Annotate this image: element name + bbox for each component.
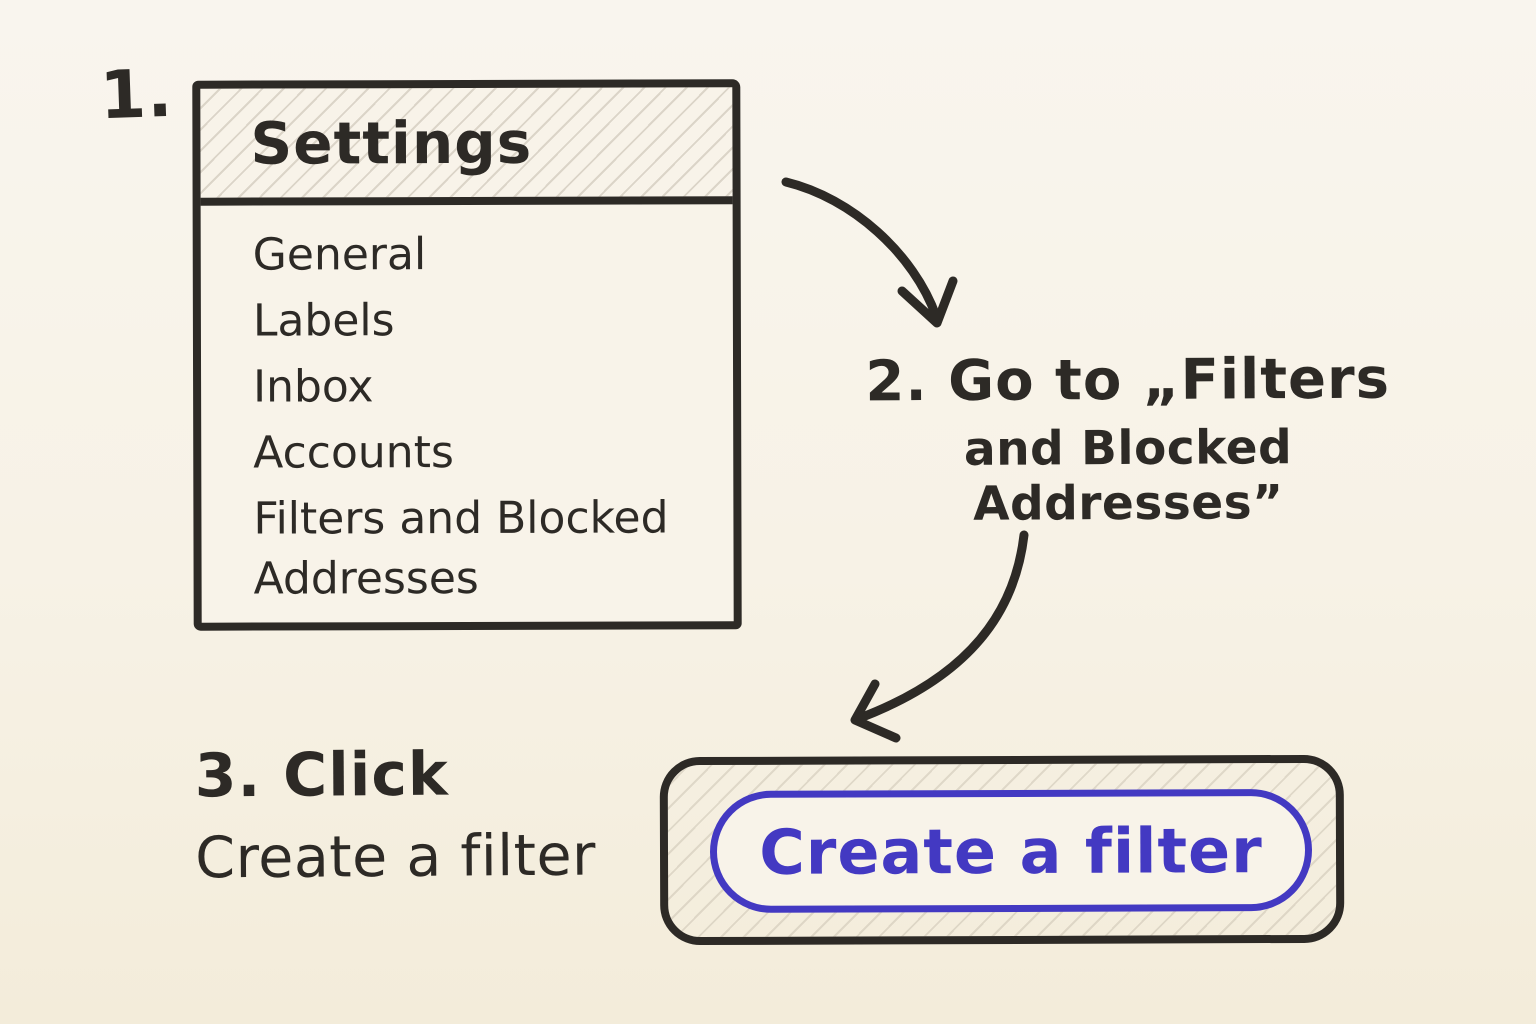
step3-caption-line2: Create a filter <box>195 822 597 892</box>
create-filter-button-label: Create a filter <box>759 813 1263 889</box>
menu-item-inbox[interactable]: Inbox <box>253 361 374 413</box>
settings-menu: General Labels Inbox Accounts Filters an… <box>201 204 734 609</box>
step3-caption: 3. Click Create a filter <box>194 739 596 892</box>
menu-item-general[interactable]: General <box>252 229 427 281</box>
step1-number: 1. <box>98 54 175 135</box>
step2-caption-line2: and Blocked Addresses” <box>963 420 1293 532</box>
curved-arrow-step1-to-step2-icon <box>781 177 958 328</box>
create-filter-button-pill: Create a filter <box>709 788 1313 914</box>
create-filter-button[interactable]: Create a filter <box>659 754 1345 946</box>
settings-panel-header: Settings <box>200 87 733 206</box>
curved-arrow-step2-to-step3-icon <box>850 530 1029 743</box>
settings-panel: Settings General Labels Inbox Accounts F… <box>192 79 742 631</box>
menu-item-labels[interactable]: Labels <box>252 295 395 347</box>
settings-panel-title: Settings <box>250 108 533 178</box>
menu-item-accounts[interactable]: Accounts <box>253 427 454 479</box>
step3-caption-line1: 3. Click <box>194 739 450 812</box>
menu-item-filters-and-blocked-addresses[interactable]: Filters and Blocked Addresses <box>253 492 669 605</box>
step2-caption-line1: 2. Go to „Filters <box>865 346 1391 415</box>
step2-caption: 2. Go to „Filters and Blocked Addresses” <box>808 346 1449 532</box>
